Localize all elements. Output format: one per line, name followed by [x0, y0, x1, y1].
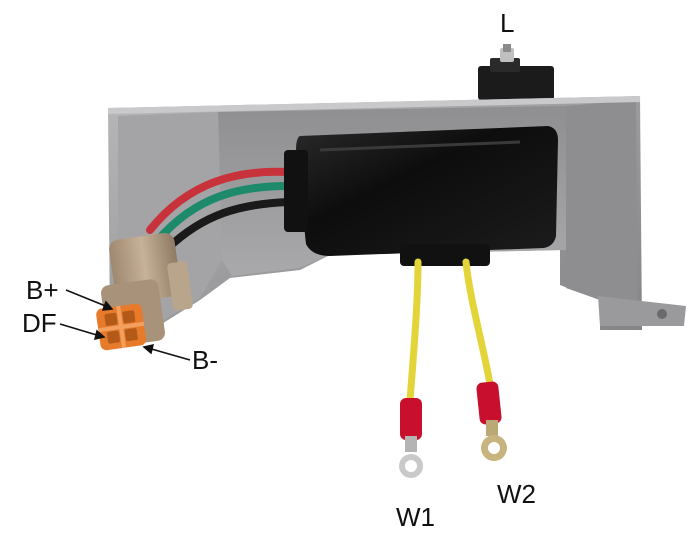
terminal-w1 [399, 398, 423, 478]
pointer-arrows [59, 289, 191, 361]
label-b-plus: B+ [26, 275, 59, 305]
label-w2: W2 [497, 479, 536, 509]
label-l-terminal: L [500, 8, 515, 38]
deutsch-connector [96, 233, 193, 351]
terminal-w2 [476, 381, 507, 461]
connector-wires [146, 167, 292, 252]
field-wires [406, 258, 494, 404]
label-b-minus: B- [192, 345, 218, 375]
l-terminal [478, 44, 554, 100]
label-w1: W1 [396, 502, 435, 532]
label-df: DF [22, 308, 57, 338]
potted-regulator-module [284, 126, 558, 266]
